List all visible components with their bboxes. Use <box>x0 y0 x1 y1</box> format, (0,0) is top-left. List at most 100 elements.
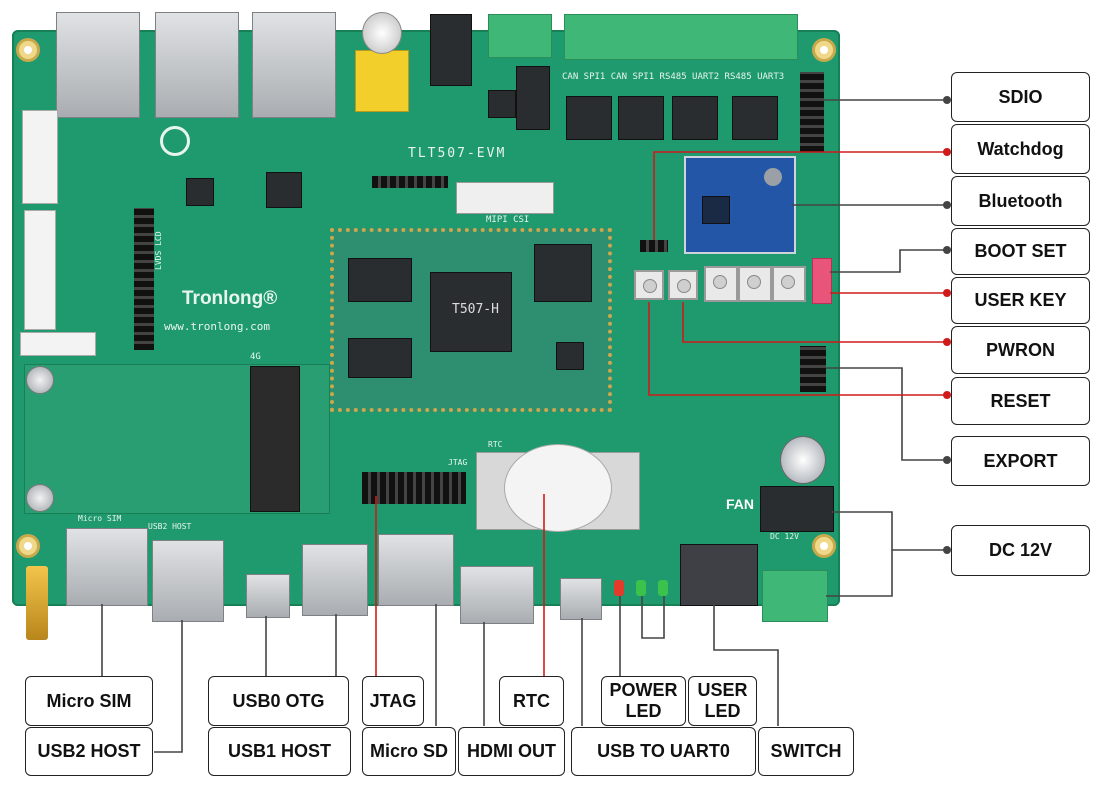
lvds-header <box>134 208 154 350</box>
label-watchdog: Watchdog <box>951 124 1090 174</box>
leader-dot <box>943 456 951 464</box>
memory-chip <box>348 258 412 302</box>
bt-chip <box>702 196 730 224</box>
mipi-connector <box>456 182 554 214</box>
soc-label: T507-H <box>452 302 499 317</box>
brand-logo: Tronlong® <box>182 288 278 309</box>
leader-dot <box>943 246 951 254</box>
screw <box>26 366 54 394</box>
brand-website: www.tronlong.com <box>164 320 270 333</box>
rtc-battery <box>504 444 612 532</box>
ethernet-port <box>155 12 239 118</box>
pb-free-mark <box>160 126 190 156</box>
dc-jack <box>760 486 834 532</box>
label-dc-12v: DC 12V <box>951 525 1090 576</box>
leader-dc-12v <box>832 511 950 551</box>
usb2-host-port <box>152 540 224 622</box>
leader-watchdog <box>653 151 950 240</box>
capacitor <box>780 436 826 484</box>
sdio-header <box>800 72 824 152</box>
sim-silkscreen: Micro SIM <box>78 514 122 523</box>
terminal-block <box>564 14 798 60</box>
label-rtc: RTC <box>499 676 564 726</box>
fan-silkscreen: FAN <box>726 496 754 512</box>
leader-dot <box>943 289 951 297</box>
usb1-host-port <box>302 544 368 616</box>
leader-pwron <box>682 302 950 343</box>
label-hdmi-out: HDMI OUT <box>458 727 565 776</box>
ethernet-port <box>56 12 140 118</box>
chip <box>266 172 302 208</box>
user-led <box>658 580 668 596</box>
leader-user-led <box>641 596 665 639</box>
chip <box>566 96 612 140</box>
label-reset: RESET <box>951 377 1090 425</box>
leader-dot <box>943 96 951 104</box>
emmc-chip <box>534 244 592 302</box>
leader-reset <box>648 302 950 396</box>
leader-dot <box>943 546 951 554</box>
leader-boot-set <box>830 249 950 273</box>
bt-crystal <box>764 168 782 186</box>
label-power-led: POWER LED <box>601 676 686 726</box>
chip <box>672 96 718 140</box>
dc-silkscreen: DC 12V <box>770 532 799 541</box>
leader-dc-terminal <box>826 550 893 597</box>
hdmi-port <box>460 566 534 624</box>
label-export: EXPORT <box>951 436 1090 486</box>
line-out-jack <box>430 14 472 86</box>
leader-dot <box>943 338 951 346</box>
terminal-block <box>488 14 552 58</box>
board-model: TLT507-EVM <box>408 146 507 161</box>
leader-dot <box>943 148 951 156</box>
pwron-button <box>668 270 698 300</box>
power-led <box>614 580 624 596</box>
mounting-hole <box>812 38 836 62</box>
label-usb0-otg: USB0 OTG <box>208 676 349 726</box>
leader-usb2-host <box>154 620 183 753</box>
boot-dip-switch <box>812 258 832 304</box>
uart0-port <box>560 578 602 620</box>
label-bluetooth: Bluetooth <box>951 176 1090 226</box>
side-connector <box>22 110 58 204</box>
minipcie-socket <box>250 366 300 512</box>
micro-sim-slot <box>66 528 148 606</box>
micro-sd-slot <box>378 534 454 606</box>
label-boot-set: BOOT SET <box>951 228 1090 275</box>
mounting-hole <box>16 534 40 558</box>
mounting-hole <box>812 534 836 558</box>
antenna-connector <box>26 566 48 640</box>
power-switch <box>680 544 758 606</box>
4g-silkscreen: 4G <box>250 352 261 362</box>
user-key-button <box>704 266 738 302</box>
leader-dot <box>943 391 951 399</box>
jtag-silkscreen: JTAG <box>448 458 468 467</box>
label-switch: SWITCH <box>758 727 854 776</box>
mipi-silkscreen: MIPI CSI <box>486 215 530 225</box>
memory-chip <box>348 338 412 378</box>
usb0-otg-port <box>246 574 290 618</box>
leader-export <box>826 367 950 461</box>
label-usb2-host: USB2 HOST <box>25 727 153 776</box>
chip <box>618 96 664 140</box>
soc-chip <box>430 272 512 352</box>
reset-button <box>634 270 664 300</box>
user-key-button <box>738 266 772 302</box>
rtc-silkscreen: RTC <box>488 440 503 449</box>
export-header <box>800 346 826 392</box>
label-user-led: USER LED <box>688 676 757 726</box>
chip <box>516 66 550 130</box>
adc-header <box>372 176 448 188</box>
leader-switch <box>713 604 779 726</box>
label-usb1-host: USB1 HOST <box>208 727 351 776</box>
label-sdio: SDIO <box>951 72 1090 122</box>
side-connector <box>24 210 56 330</box>
ethernet-port <box>252 12 336 118</box>
pmic-chip <box>556 342 584 370</box>
uart-silkscreen: CAN SPI1 CAN SPI1 RS485 UART2 RS485 UART… <box>562 72 785 82</box>
label-user-key: USER KEY <box>951 277 1090 324</box>
chip <box>186 178 214 206</box>
label-usb-to-uart0: USB TO UART0 <box>571 727 756 776</box>
label-jtag: JTAG <box>362 676 424 726</box>
